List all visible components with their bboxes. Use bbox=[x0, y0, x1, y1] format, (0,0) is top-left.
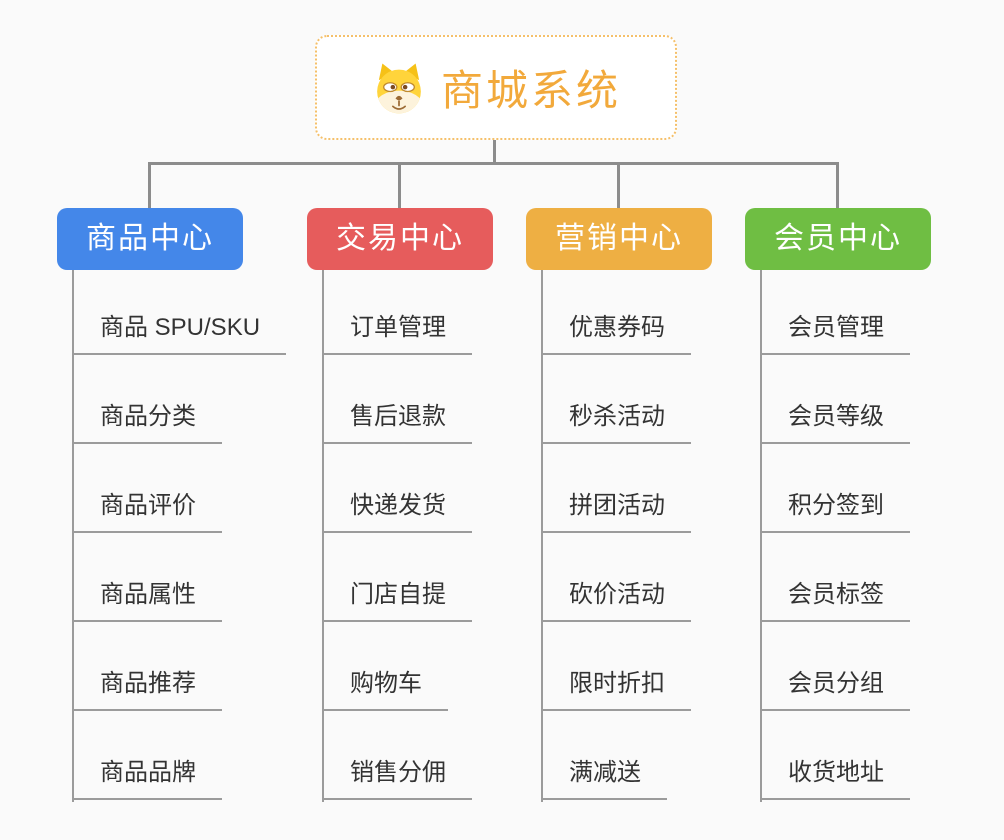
branch-child-line bbox=[760, 270, 762, 802]
child-node[interactable]: 会员标签 bbox=[760, 576, 910, 622]
child-node[interactable]: 秒杀活动 bbox=[541, 398, 691, 444]
child-node[interactable]: 拼团活动 bbox=[541, 487, 691, 533]
child-node[interactable]: 优惠券码 bbox=[541, 309, 691, 355]
branch-box-transaction-center[interactable]: 交易中心 bbox=[307, 208, 493, 270]
child-node[interactable]: 会员等级 bbox=[760, 398, 910, 444]
child-node[interactable]: 砍价活动 bbox=[541, 576, 691, 622]
connector-branch-stub bbox=[836, 162, 839, 208]
child-node[interactable]: 门店自提 bbox=[322, 576, 472, 622]
connector-horizontal bbox=[148, 162, 839, 165]
child-node[interactable]: 会员分组 bbox=[760, 665, 910, 711]
child-node[interactable]: 售后退款 bbox=[322, 398, 472, 444]
child-node[interactable]: 销售分佣 bbox=[322, 754, 472, 800]
child-node[interactable]: 满减送 bbox=[541, 754, 667, 800]
child-node[interactable]: 收货地址 bbox=[760, 754, 910, 800]
child-node[interactable]: 积分签到 bbox=[760, 487, 910, 533]
branch-child-line bbox=[541, 270, 543, 802]
child-node[interactable]: 快递发货 bbox=[322, 487, 472, 533]
child-node[interactable]: 购物车 bbox=[322, 665, 448, 711]
connector-branch-stub bbox=[398, 162, 401, 208]
root-title: 商城系统 bbox=[440, 67, 621, 114]
child-node[interactable]: 商品品牌 bbox=[72, 754, 222, 800]
branch-child-line bbox=[72, 270, 74, 802]
branch-child-line bbox=[322, 270, 324, 802]
child-node[interactable]: 商品评价 bbox=[72, 487, 222, 533]
connector-branch-stub bbox=[617, 162, 620, 208]
dog-icon bbox=[371, 60, 427, 116]
branch-box-marketing-center[interactable]: 营销中心 bbox=[526, 208, 712, 270]
child-node[interactable]: 限时折扣 bbox=[541, 665, 691, 711]
child-node[interactable]: 会员管理 bbox=[760, 309, 910, 355]
root-node-mall-system[interactable]: 商城系统 bbox=[315, 35, 677, 140]
child-node[interactable]: 商品 SPU/SKU bbox=[72, 309, 287, 355]
connector-root-stub bbox=[493, 140, 496, 164]
child-node[interactable]: 商品分类 bbox=[72, 398, 222, 444]
child-node[interactable]: 商品属性 bbox=[72, 576, 222, 622]
branch-box-member-center[interactable]: 会员中心 bbox=[745, 208, 931, 270]
branch-box-product-center[interactable]: 商品中心 bbox=[57, 208, 243, 270]
connector-branch-stub bbox=[148, 162, 151, 208]
child-node[interactable]: 订单管理 bbox=[322, 309, 472, 355]
child-node[interactable]: 商品推荐 bbox=[72, 665, 222, 711]
